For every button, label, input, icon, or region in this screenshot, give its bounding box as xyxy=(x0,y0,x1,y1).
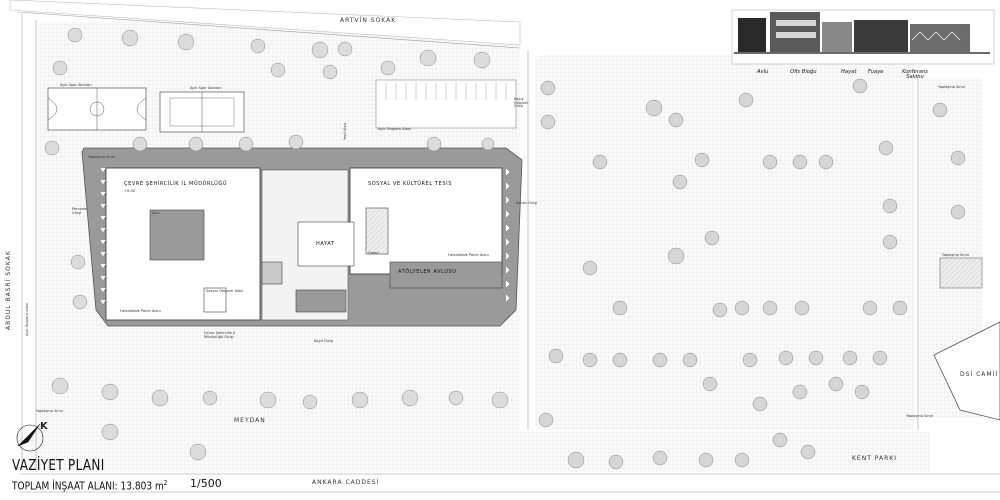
plan-scale: 1/500 xyxy=(190,477,222,490)
area-label-kent-parki: KENT PARKI xyxy=(852,455,897,462)
area-label-meydan: MEYDAN xyxy=(234,417,266,424)
label-yaplasma-1: Yaplaşma Sınırı xyxy=(88,155,116,159)
label-cevre-entry: Çevre Şehircilik İl Müdürlüğü Girişi xyxy=(204,331,236,339)
label-fotovoltaik-2: Fotovoltaik Panel Alanı xyxy=(448,253,489,257)
section-label-fuaye: Fuaye xyxy=(868,69,884,75)
building-label-galeri: Galeri xyxy=(368,251,379,255)
area-unit-sup: 2 xyxy=(163,479,168,488)
road-label-artvin: ARTVİN SOKAK xyxy=(340,17,397,24)
building-label-avlu: Avlu xyxy=(152,211,160,215)
dsi-camii-building xyxy=(933,321,1000,421)
label-sports: Açık Spor Alanları xyxy=(60,83,92,87)
atolye-block xyxy=(389,261,503,289)
label-yaplasma-3: Yaplaşma Sınırı xyxy=(942,253,970,257)
label-green: Yeşil Alan xyxy=(343,123,347,140)
road-label-ankara: ANKARA CADDESİ xyxy=(312,479,380,486)
section-label-avlu: Avlu xyxy=(757,69,769,75)
building-elevation: +0.00 xyxy=(124,189,136,193)
label-servis-entry: Servis Girişi xyxy=(516,201,538,205)
section-label-konferans: Konferans Salonu xyxy=(902,69,928,81)
dsi-annex xyxy=(939,257,983,289)
title-area-block: TOPLAM İNŞAAT ALANI: 13.803 m2 xyxy=(12,477,202,493)
north-letter: K xyxy=(40,421,48,432)
section-label-hayat: Hayat xyxy=(841,69,857,75)
trees-west xyxy=(44,27,509,461)
building-label-hayat: HAYAT xyxy=(316,241,335,247)
label-sports-2: Açık Spor Alanları xyxy=(190,86,222,90)
galeri-block xyxy=(365,207,389,255)
total-area-text: TOPLAM İNŞAAT ALANI: 13.803 m xyxy=(12,480,164,493)
sosyal-otopark xyxy=(203,287,227,313)
hayat-lower-block xyxy=(295,289,347,313)
north-arrow xyxy=(16,423,44,452)
park-ground xyxy=(535,55,915,430)
title-block: VAZİYET PLANI xyxy=(12,458,128,473)
label-yaplasma-5: Yaplaşma Sınırı xyxy=(36,409,64,413)
artvin-road xyxy=(9,0,521,46)
label-parking-left: Açık Otopark Alanı xyxy=(25,302,29,336)
label-sosyal-otopark: Sosyal Otopark Alanı xyxy=(206,289,244,293)
building-label-cevre: ÇEVRE ŞEHİRCİLİK İL MÜDÜRLÜĞÜ xyxy=(124,181,228,187)
label-yaplasma-4: Yaplaşma Sınırı xyxy=(906,414,934,418)
section-thumbnail xyxy=(731,9,995,65)
building-label-atolye: ATÖLYELER AVLUSU xyxy=(398,269,457,275)
avlu-court xyxy=(149,209,205,261)
meydan-ground xyxy=(30,432,930,472)
total-area: TOPLAM İNŞAAT ALANI: 13.803 m2 xyxy=(12,480,167,492)
solar-sawtooth xyxy=(99,167,511,306)
building-label-sosyal: SOSYAL VE KÜLTÜREL TESİS xyxy=(368,181,452,187)
label-parking: Açık Otopark Alanı xyxy=(378,127,412,131)
plan-title: VAZİYET PLANI xyxy=(12,456,105,474)
label-parking-exit: Kaçış Otopark Girişi xyxy=(514,97,529,109)
label-fotovoltaik-1: Fotovoltaik Panel Alanı xyxy=(120,309,161,313)
label-kayit-entry: Kayıt Girişi xyxy=(314,339,334,343)
core-block xyxy=(261,261,283,285)
label-yaplasma-2: Yaplaşma Sınırı xyxy=(938,85,966,89)
section-label-ofis: Ofis Bloğu xyxy=(790,69,817,75)
road-label-abdul-basri: ABDUL BASRİ SOKAK xyxy=(5,250,12,330)
parking-stalls xyxy=(385,82,507,100)
hayat-court xyxy=(297,221,355,267)
area-label-dsi-camii: DSİ CAMİİ xyxy=(960,371,999,378)
label-personel-entry: Personel Girişi xyxy=(72,207,88,215)
trees-park xyxy=(538,78,966,470)
